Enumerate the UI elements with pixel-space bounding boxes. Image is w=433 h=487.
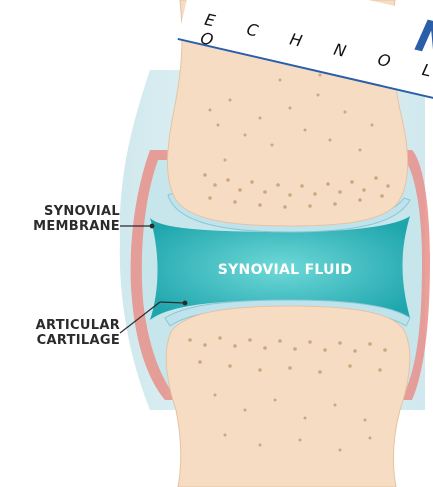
synovial-membrane-dot xyxy=(150,224,155,229)
synovial-fluid-label: SYNOVIAL FLUID xyxy=(205,262,365,278)
articular-cartilage-label-line2: CARTILAGE xyxy=(10,333,120,348)
articular-cartilage-label: ARTICULAR CARTILAGE xyxy=(10,318,120,348)
synovial-membrane-label-line2: MEMBRANE xyxy=(10,219,120,234)
articular-cartilage-label-line1: ARTICULAR xyxy=(10,318,120,333)
lower-bone xyxy=(166,306,410,487)
synovial-membrane-label: SYNOVIAL MEMBRANE xyxy=(10,204,120,234)
synovial-membrane-label-line1: SYNOVIAL xyxy=(10,204,120,219)
